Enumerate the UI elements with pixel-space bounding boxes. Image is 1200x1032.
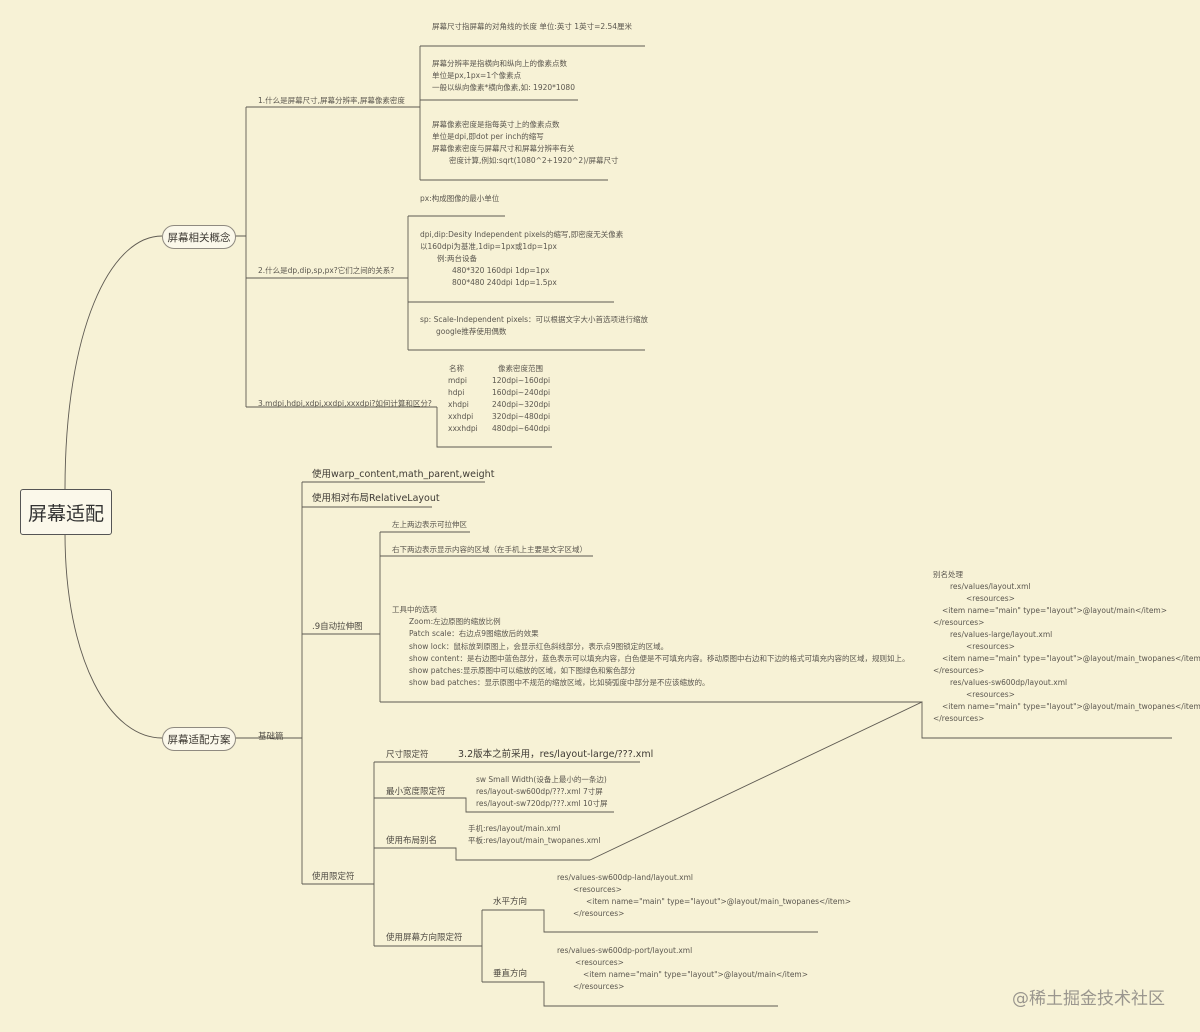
connector-vertical xyxy=(482,981,778,1007)
node-q1[interactable]: 1.什么是屏幕尺寸,屏幕分辨率,屏幕像素密度 xyxy=(258,96,405,105)
q1-size-note: 屏幕尺寸指屏幕的对角线的长度 单位:英寸 1英寸=2.54厘米 xyxy=(432,22,633,31)
alias-detail-line-1: 别名处理 xyxy=(933,570,963,579)
min-width-line-1: sw Small Width(设备上最小的一条边) xyxy=(476,775,607,784)
q1-resolution-line-1: 屏幕分辨率是指横向和纵向上的像素点数 xyxy=(432,59,567,68)
min-width-line-3: res/layout-sw720dp/???.xml 10寸屏 xyxy=(476,799,608,808)
q3-row-range: 160dpi~240dpi xyxy=(492,388,551,397)
node-q3[interactable]: 3.mdpi,hdpi,xdpi,xxdpi,xxxdpi?如何计算和区分? xyxy=(258,399,432,408)
alias-detail-line-9: </resources> xyxy=(933,666,985,675)
connector-q3-table xyxy=(436,407,552,448)
connector-root-concepts xyxy=(64,235,163,490)
alias-detail-line-5: </resources> xyxy=(933,618,985,627)
q3-header-name: 名称 xyxy=(449,364,464,373)
q1-resolution-line-3: 一般以纵向像素*横向像素,如: 1920*1080 xyxy=(432,83,575,92)
q2-dip-line-5: 800*480 240dpi 1dp=1.5px xyxy=(452,278,557,287)
size-qualifier-value: 3.2版本之前采用，res/layout-large/???.xml xyxy=(458,749,654,760)
node-relative-layout[interactable]: 使用相对布局RelativeLayout xyxy=(312,493,440,504)
q2-dip-line-1: dpi,dip:Desity Independent pixels的缩写,即密度… xyxy=(420,230,624,239)
root-node[interactable]: 屏幕适配 xyxy=(20,489,112,535)
alias-detail-line-7: <resources> xyxy=(966,642,1015,651)
ninepatch-tool-zoom: Zoom:左边原图的缩放比例 xyxy=(409,617,501,626)
q1-density-line-2: 单位是dpi,即dot per inch的缩写 xyxy=(432,132,544,141)
q2-dip-line-2: 以160dpi为基准,1dip=1px或1dp=1px xyxy=(420,242,557,251)
ninepatch-tools-title: 工具中的选项 xyxy=(392,605,437,614)
alias-line-1: 手机:res/layout/main.xml xyxy=(468,824,561,833)
node-adaptation-solutions[interactable]: 屏幕适配方案 xyxy=(162,727,236,751)
horizontal-line-4: </resources> xyxy=(573,909,625,918)
alias-line-2: 平板:res/layout/main_twopanes.xml xyxy=(468,836,601,845)
horizontal-line-1: res/values-sw600dp-land/layout.xml xyxy=(557,873,693,882)
node-orientation-qualifier[interactable]: 使用屏幕方向限定符 xyxy=(386,933,463,943)
q3-header-range: 像素密度范围 xyxy=(498,364,543,373)
connector-horizontal xyxy=(482,909,818,933)
q2-sp-line-2: google推荐使用偶数 xyxy=(436,327,507,336)
ninepatch-tool-show-lock: show lock：鼠标放到原图上，会显示红色斜线部分，表示点9图锁定的区域。 xyxy=(409,642,669,651)
q3-row-name: xxxhdpi xyxy=(448,424,478,433)
node-basic[interactable]: 基础篇 xyxy=(258,732,284,742)
alias-detail-line-8: <item name="main" type="layout">@layout/… xyxy=(942,654,1200,663)
q3-row-name: xhdpi xyxy=(448,400,469,409)
horizontal-line-3: <item name="main" type="layout">@layout/… xyxy=(586,897,852,906)
node-layout-alias[interactable]: 使用布局别名 xyxy=(386,836,438,846)
alias-detail-line-11: <resources> xyxy=(966,690,1015,699)
q2-dip-line-3: 例:两台设备 xyxy=(437,254,478,263)
q3-row-range: 120dpi~160dpi xyxy=(492,376,551,385)
ninepatch-tool-patch-scale: Patch scale：右边点9图缩放后的效果 xyxy=(409,629,539,638)
node-size-qualifier[interactable]: 尺寸限定符 xyxy=(386,750,429,760)
connector-root-solutions xyxy=(64,532,163,739)
q2-dip-line-4: 480*320 160dpi 1dp=1px xyxy=(452,266,550,275)
alias-detail-line-6: res/values-large/layout.xml xyxy=(950,630,1053,639)
ninepatch-right-bottom: 右下两边表示显示内容的区域（在手机上主要是文字区域） xyxy=(392,545,587,554)
q3-row-range: 480dpi~640dpi xyxy=(492,424,551,433)
alias-detail-line-10: res/values-sw600dp/layout.xml xyxy=(950,678,1068,687)
q3-row-name: hdpi xyxy=(448,388,465,397)
q1-density-line-4: 密度计算,例如:sqrt(1080^2+1920^2)/屏幕尺寸 xyxy=(449,156,619,165)
connector-minwidth xyxy=(374,797,614,813)
q3-row-range: 240dpi~320dpi xyxy=(492,400,551,409)
vertical-line-3: <item name="main" type="layout">@layout/… xyxy=(583,970,809,979)
q1-density-line-1: 屏幕像素密度是指每英寸上的像素点数 xyxy=(432,120,560,129)
min-width-line-2: res/layout-sw600dp/???.xml 7寸屏 xyxy=(476,787,603,796)
ninepatch-tool-show-bad-patches: show bad patches：显示原图中不规范的缩放区域，比如骑弧度中部分是… xyxy=(409,678,710,687)
node-ninepatch[interactable]: .9自动拉伸图 xyxy=(312,622,363,632)
alias-detail-line-12: <item name="main" type="layout">@layout/… xyxy=(942,702,1200,711)
q1-density-line-3: 屏幕像素密度与屏幕尺寸和屏幕分辨率有关 xyxy=(432,144,575,153)
q2-sp-line-1: sp: Scale-Independent pixels：可以根据文字大小首选项… xyxy=(420,315,649,324)
node-min-width-qualifier[interactable]: 最小宽度限定符 xyxy=(386,787,446,797)
q3-row-name: xxhdpi xyxy=(448,412,474,421)
node-vertical[interactable]: 垂直方向 xyxy=(493,969,528,979)
vertical-line-2: <resources> xyxy=(575,958,624,967)
node-qualifier[interactable]: 使用限定符 xyxy=(312,872,355,882)
ninepatch-left-top: 左上两边表示可拉伸区 xyxy=(392,520,467,529)
connector-concepts-trunk xyxy=(234,107,247,407)
ninepatch-tool-show-content: show content：是右边图中蓝色部分，蓝色表示可以填充内容，白色便是不可… xyxy=(409,654,910,663)
q3-row-range: 320dpi~480dpi xyxy=(492,412,551,421)
horizontal-line-2: <resources> xyxy=(573,885,622,894)
alias-detail-line-4: <item name="main" type="layout">@layout/… xyxy=(942,606,1168,615)
node-wrap-content[interactable]: 使用warp_content,math_parent,weight xyxy=(312,469,495,480)
alias-detail-line-2: res/values/layout.xml xyxy=(950,582,1031,591)
ninepatch-tool-show-patches: show patches:显示原图中可以缩放的区域，如下图绿色和紫色部分 xyxy=(409,666,636,675)
watermark: @稀土掘金技术社区 xyxy=(1012,989,1165,1009)
vertical-line-1: res/values-sw600dp-port/layout.xml xyxy=(557,946,693,955)
node-q2[interactable]: 2.什么是dp,dip,sp,px?它们之间的关系? xyxy=(258,266,395,275)
node-screen-concepts[interactable]: 屏幕相关概念 xyxy=(162,225,236,249)
connector-alias-detail xyxy=(589,701,1172,861)
q3-row-name: mdpi xyxy=(448,376,467,385)
q1-resolution-line-2: 单位是px,1px=1个像素点 xyxy=(432,71,522,80)
vertical-line-4: </resources> xyxy=(573,982,625,991)
alias-detail-line-3: <resources> xyxy=(966,594,1015,603)
node-horizontal[interactable]: 水平方向 xyxy=(493,897,528,907)
alias-detail-line-13: </resources> xyxy=(933,714,985,723)
connector-alias xyxy=(374,847,590,861)
q2-px: px:构成图像的最小单位 xyxy=(420,194,500,203)
